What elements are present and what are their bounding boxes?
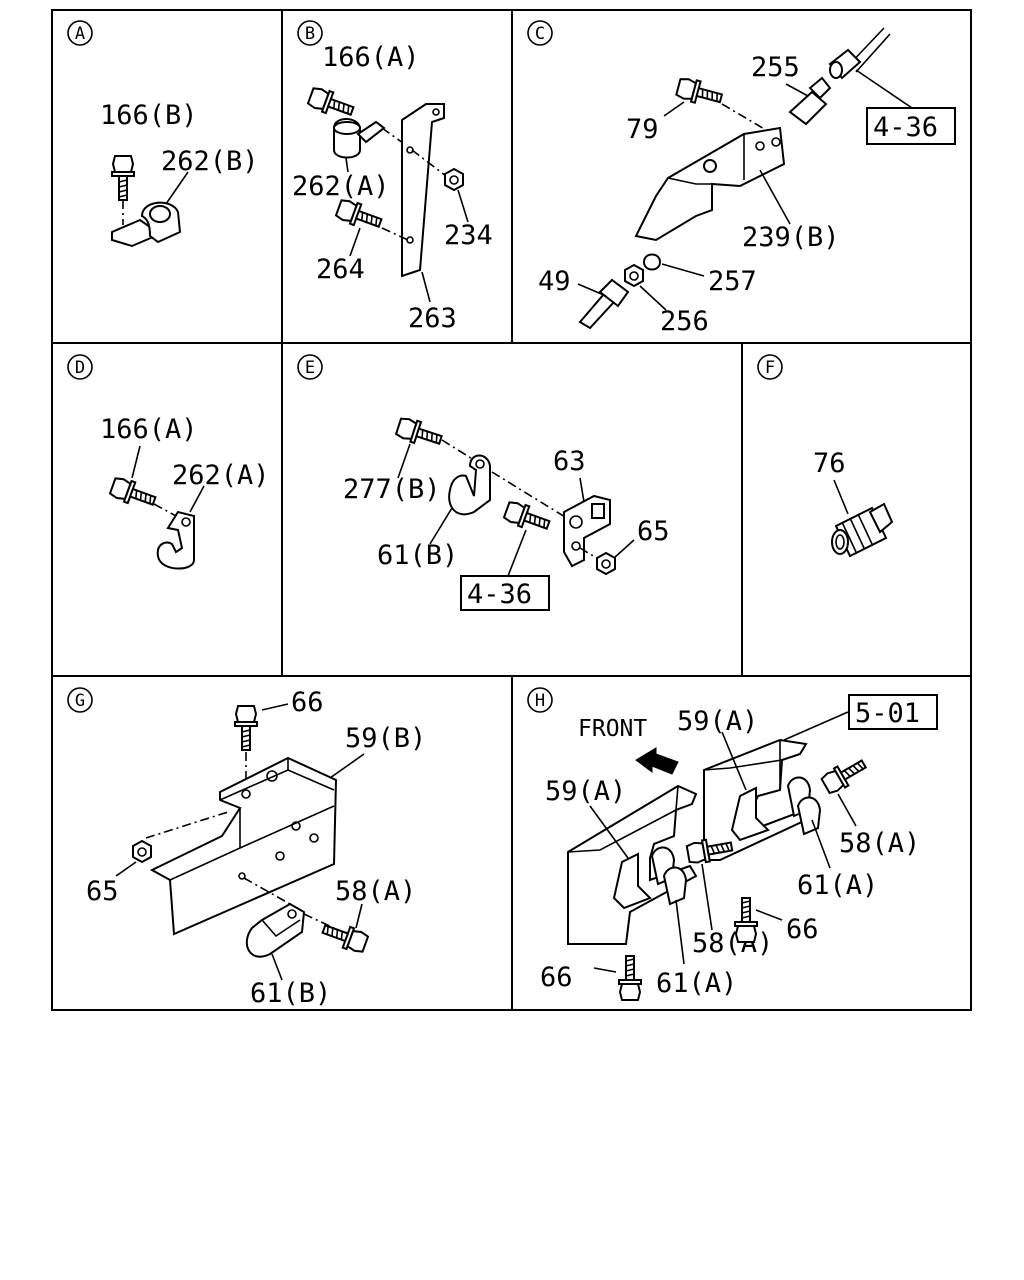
panel-letter-g: G <box>67 687 93 713</box>
bracket-263 <box>401 103 445 278</box>
label-239b: 239(B) <box>742 222 840 253</box>
panel-h: H FRONT 59(A) 59(A) 58(A) 61(A) 66 58(A)… <box>527 687 938 1001</box>
bolt-66-1 <box>734 897 758 943</box>
label-61a-2: 61(A) <box>656 968 737 999</box>
clip-262b <box>111 218 163 248</box>
panel-letter-h: H <box>527 687 553 713</box>
washer-257 <box>642 253 662 271</box>
label-61b: 61(B) <box>250 978 331 1009</box>
bracket-59a-1 <box>730 786 770 842</box>
svg-text:C: C <box>535 24 545 44</box>
label-255: 255 <box>751 52 800 83</box>
clip-262a-d <box>156 510 195 570</box>
bolt-66-g <box>234 705 258 751</box>
panel-a: A 166(B) 262(B) <box>67 20 259 248</box>
ref-box-4-36: 4-36 <box>866 107 956 145</box>
label-66-2: 66 <box>540 962 573 993</box>
panel-g: G 66 59(B) 65 58(A) 61(B) <box>67 687 426 1009</box>
svg-text:H: H <box>535 691 545 711</box>
svg-text:4-36: 4-36 <box>873 112 938 143</box>
label-66-1: 66 <box>786 914 819 945</box>
svg-text:F: F <box>765 358 775 378</box>
label-58a: 58(A) <box>335 876 416 907</box>
label-257: 257 <box>708 266 757 297</box>
label-76: 76 <box>813 448 846 479</box>
label-66: 66 <box>291 687 324 718</box>
label-61a-1: 61(A) <box>797 870 878 901</box>
panel-c: C 255 79 239(B) 49 257 256 4-36 <box>527 20 956 337</box>
label-61b: 61(B) <box>377 540 458 571</box>
label-79: 79 <box>626 114 659 145</box>
clamp-61b <box>448 454 491 516</box>
label-front: FRONT <box>578 716 647 742</box>
nut-256 <box>624 264 644 287</box>
panel-grid <box>51 9 972 1011</box>
panel-f: F 76 <box>757 354 894 558</box>
label-65: 65 <box>86 876 119 907</box>
nut-65-g <box>132 840 152 863</box>
label-59a-2: 59(A) <box>545 776 626 807</box>
svg-text:E: E <box>305 358 315 378</box>
svg-text:4-36: 4-36 <box>467 579 532 610</box>
bolt-277b <box>394 414 445 452</box>
bracket-59a-2 <box>612 852 652 910</box>
ref-box-5-01: 5-01 <box>848 694 938 730</box>
svg-text:5-01: 5-01 <box>855 698 920 729</box>
label-262a: 262(A) <box>292 171 390 202</box>
label-58a-2: 58(A) <box>692 928 773 959</box>
label-59a-1: 59(A) <box>677 706 758 737</box>
label-277b: 277(B) <box>343 474 441 505</box>
label-256: 256 <box>660 306 709 337</box>
bolt-166a <box>305 84 357 123</box>
svg-text:A: A <box>75 24 85 44</box>
label-262b: 262(B) <box>161 146 259 177</box>
ref-box-4-36-e: 4-36 <box>460 575 550 611</box>
panel-b: B 166(A) 262(A) 234 264 263 <box>292 20 493 334</box>
bolt-166b <box>111 155 135 201</box>
panel-letter-b: B <box>297 20 323 46</box>
svg-text:G: G <box>75 691 85 711</box>
fitting-76 <box>831 502 894 558</box>
label-63: 63 <box>553 446 586 477</box>
svg-text:B: B <box>305 24 315 44</box>
front-arrow-icon <box>635 747 679 775</box>
nut-234 <box>444 168 464 191</box>
panel-letter-c: C <box>527 20 553 46</box>
bolt-58a-g <box>319 917 371 956</box>
fitting-255 <box>788 90 828 126</box>
label-264: 264 <box>316 254 365 285</box>
label-166a: 166(A) <box>100 414 198 445</box>
svg-text:D: D <box>75 358 85 378</box>
bolt-166a-d <box>107 474 159 513</box>
label-262a: 262(A) <box>172 460 270 491</box>
panel-e: E 277(B) 63 61(B) 65 4-36 <box>297 354 670 611</box>
label-65: 65 <box>637 516 670 547</box>
panel-letter-d: D <box>67 354 93 380</box>
panel-letter-a: A <box>67 20 93 46</box>
label-49: 49 <box>538 266 571 297</box>
label-166b: 166(B) <box>100 100 198 131</box>
label-234: 234 <box>444 220 493 251</box>
bolt-58a-1 <box>819 753 871 797</box>
panel-d: D 166(A) 262(A) <box>67 354 270 570</box>
label-59b: 59(B) <box>345 723 426 754</box>
bolt-79 <box>674 75 725 110</box>
nut-65-e <box>596 552 616 575</box>
label-263: 263 <box>408 303 457 334</box>
label-58a-1: 58(A) <box>839 828 920 859</box>
panel-letter-f: F <box>757 354 783 380</box>
label-166a: 166(A) <box>322 42 420 73</box>
bolt-66-2 <box>618 955 642 1001</box>
panel-letter-e: E <box>297 354 323 380</box>
